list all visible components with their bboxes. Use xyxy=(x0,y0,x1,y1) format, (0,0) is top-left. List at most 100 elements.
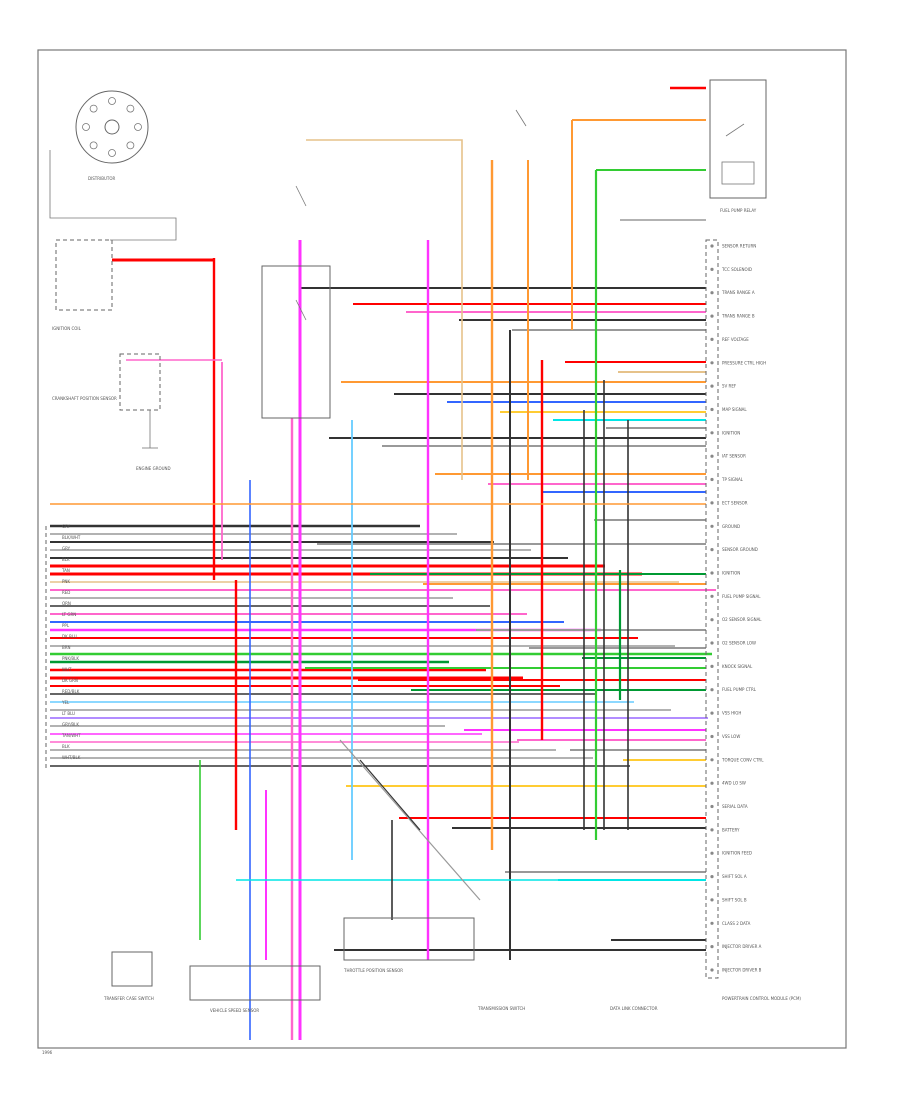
pcm-pin-label: TCC SOLENOID xyxy=(721,267,752,272)
pcm-pin-label: TRANS RANGE A xyxy=(721,290,755,295)
pcm-pin xyxy=(710,431,714,435)
ignition-coil-box xyxy=(55,239,113,311)
data-link-connector-label: DATA LINK CONNECTOR xyxy=(610,1006,658,1011)
fuse-block-box xyxy=(261,265,331,419)
pcm-pin xyxy=(710,898,714,902)
left-wire-label: WHT/BLK xyxy=(62,755,81,760)
pcm-pin-label: FUEL PUMP SIGNAL xyxy=(722,594,761,599)
pcm-pin xyxy=(710,548,714,552)
crankshaft-sensor: CRANKSHAFT POSITION SENSOR xyxy=(52,353,161,411)
pcm-pins: SENSOR RETURN TCC SOLENOID TRANS RANGE A TR… xyxy=(710,244,766,973)
transfer-case-switch-box xyxy=(111,951,153,987)
pcm-pin xyxy=(710,524,714,528)
diagonal-wire xyxy=(339,739,481,901)
left-wire-label: PNK/BLK xyxy=(62,656,79,661)
pcm-pin-label: IGNITION xyxy=(722,430,740,435)
pcm-pin-label: PRESSURE CTRL HIGH xyxy=(722,360,766,365)
relay-switch-3 xyxy=(515,109,527,127)
pcm-pin-label: SENSOR GROUND xyxy=(722,547,758,552)
pcm-pin xyxy=(710,594,714,598)
transmission-switch-label: TRANSMISSION SWITCH xyxy=(477,1006,525,1011)
pcm-pin-label: BATTERY xyxy=(722,827,740,832)
pcm-pin-label: 5V REF xyxy=(722,384,737,389)
data-link-connector: DATA LINK CONNECTOR xyxy=(610,1006,658,1011)
distributor-rotor xyxy=(104,119,120,135)
pcm-pin-label: TRANS RANGE B xyxy=(721,314,755,319)
ignition-coil-label: IGNITION COIL xyxy=(52,326,82,331)
ignition-coil: IGNITION COIL xyxy=(52,239,113,331)
pcm-pin xyxy=(710,384,714,388)
fuse-block xyxy=(261,109,527,419)
left-wire-label: PNK xyxy=(62,579,70,584)
pcm-pin xyxy=(710,734,714,739)
pcm-label: POWERTRAIN CONTROL MODULE (PCM) xyxy=(722,996,801,1001)
distributor-terminal xyxy=(108,149,116,157)
engine-ground: ENGINE GROUND xyxy=(136,410,171,471)
pcm-pin-label: O2 SENSOR SIGNAL xyxy=(722,617,762,622)
diagonal-wire xyxy=(359,759,421,831)
left-wire-label: LT GRN xyxy=(62,612,76,617)
pcm-pin-label: MAP SIGNAL xyxy=(722,407,747,412)
pcm-pin xyxy=(710,477,714,482)
left-wire-label: BLK xyxy=(62,744,70,749)
crankshaft-sensor-box xyxy=(119,353,161,411)
pcm-pin xyxy=(710,407,714,412)
pcm-pin xyxy=(710,875,714,879)
distributor-cap xyxy=(75,90,149,164)
left-wire-label: RED/BLK xyxy=(62,689,80,694)
page-number: 1996 xyxy=(42,1050,53,1055)
left-wire-label: YEL xyxy=(61,700,70,705)
pcm-pin-label: O2 SENSOR LOW xyxy=(722,641,756,646)
crankshaft-sensor-label: CRANKSHAFT POSITION SENSOR xyxy=(52,396,117,401)
pcm-pin xyxy=(710,361,714,365)
pcm-pin-label: CLASS 2 DATA xyxy=(722,921,751,926)
left-wire-label: TAN/WHT xyxy=(61,733,81,738)
pcm-pin xyxy=(710,711,714,715)
left-wire-label: DK BLU xyxy=(62,634,77,639)
distributor-terminal xyxy=(108,97,116,105)
pcm-pin xyxy=(710,945,714,949)
pcm-pin-label: IAT SENSOR xyxy=(722,454,746,459)
pcm-pin-label: INJECTOR DRIVER A xyxy=(722,944,762,949)
pcm-pin-label: INJECTOR DRIVER B xyxy=(722,968,762,973)
distributor-terminal xyxy=(126,141,135,150)
left-wire-label: BLK/WHT xyxy=(62,535,81,540)
pcm-pin xyxy=(710,851,714,855)
distributor-terminal xyxy=(126,104,135,113)
pcm-pin xyxy=(710,688,714,692)
left-wire-label: PPL xyxy=(62,623,70,628)
pcm-pin-label: IGNITION xyxy=(722,571,740,576)
pcm-pin-label: 4WD LO SW xyxy=(722,781,746,786)
speed-sensor: VEHICLE SPEED SENSOR xyxy=(189,965,321,1013)
transfer-case-switch: TRANSFER CASE SWITCH xyxy=(103,951,154,1001)
wire-harness xyxy=(50,86,716,1040)
pcm-pin-label: IGNITION FEED xyxy=(722,851,752,856)
left-wire-label: DK GRN xyxy=(62,678,78,683)
pcm-pin xyxy=(710,244,714,248)
relay-switch-1 xyxy=(295,185,307,207)
fuel-pump-relay-box xyxy=(709,79,767,199)
distributor-terminal xyxy=(89,141,98,150)
vertical-wire-tan xyxy=(306,139,463,480)
pcm-pin-label: SENSOR RETURN xyxy=(722,244,756,249)
pcm-pin xyxy=(710,291,714,295)
left-wire-label: GRY/BLK xyxy=(62,722,79,727)
pcm-pin xyxy=(710,758,714,762)
relay-switch-2 xyxy=(295,299,307,321)
pcm-pin-label: ECT SENSOR xyxy=(722,500,748,505)
fuel-pump-relay-switch xyxy=(725,123,745,137)
pcm-pin-label: TORQUE CONV CTRL xyxy=(721,757,764,762)
pcm-pin-label: TP SIGNAL xyxy=(721,477,744,482)
distributor-terminal xyxy=(82,123,90,131)
pcm-pin-label: REF VOLTAGE xyxy=(722,337,749,342)
pcm-pin xyxy=(710,804,714,809)
throttle-position-sensor-label: THROTTLE POSITION SENSOR xyxy=(343,968,403,973)
distributor-terminals xyxy=(82,97,142,157)
pcm-pin xyxy=(710,454,714,458)
left-wire-label: RED xyxy=(62,590,70,595)
pcm-pin-label: SHIFT SOL A xyxy=(722,874,747,879)
pcm-pin-label: SHIFT SOL B xyxy=(722,897,747,902)
speed-sensor-label: VEHICLE SPEED SENSOR xyxy=(210,1008,259,1013)
left-wire-label: BLK xyxy=(62,557,70,562)
